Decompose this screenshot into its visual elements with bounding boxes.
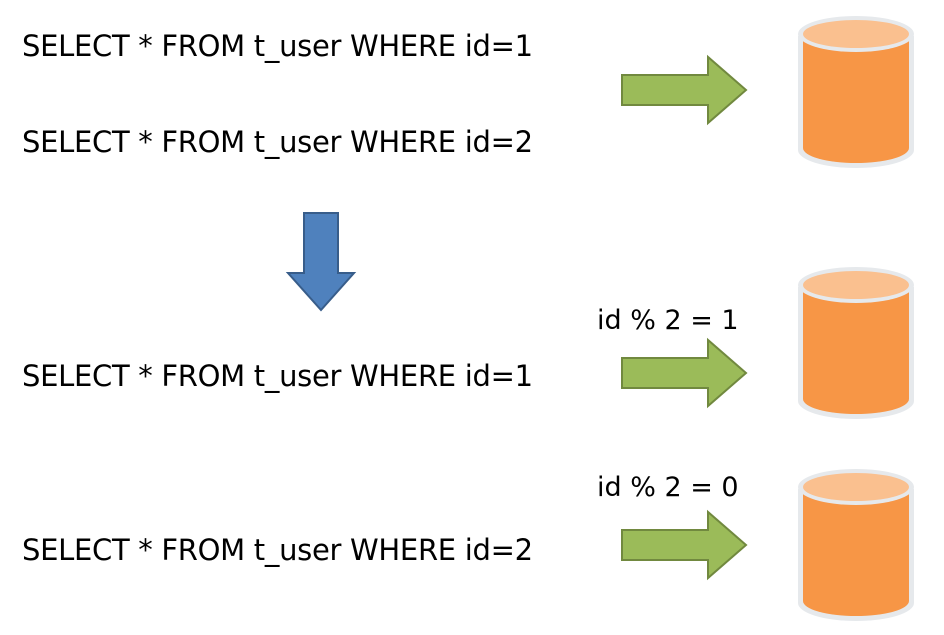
arrow-down-icon: [285, 212, 357, 312]
condition-even: id % 2 = 0: [597, 472, 739, 503]
query-before-1: SELECT * FROM t_user WHERE id=1: [22, 29, 533, 63]
query-after-1: SELECT * FROM t_user WHERE id=1: [22, 359, 533, 393]
database-cylinder-icon: [798, 16, 914, 168]
query-before-2: SELECT * FROM t_user WHERE id=2: [22, 125, 533, 159]
query-after-2: SELECT * FROM t_user WHERE id=2: [22, 533, 533, 567]
arrow-right-icon: [621, 509, 748, 581]
arrow-right-icon: [621, 54, 748, 126]
arrow-right-icon: [621, 337, 748, 409]
database-cylinder-icon: [798, 267, 914, 419]
database-cylinder-icon: [798, 469, 914, 621]
condition-odd: id % 2 = 1: [597, 305, 739, 336]
